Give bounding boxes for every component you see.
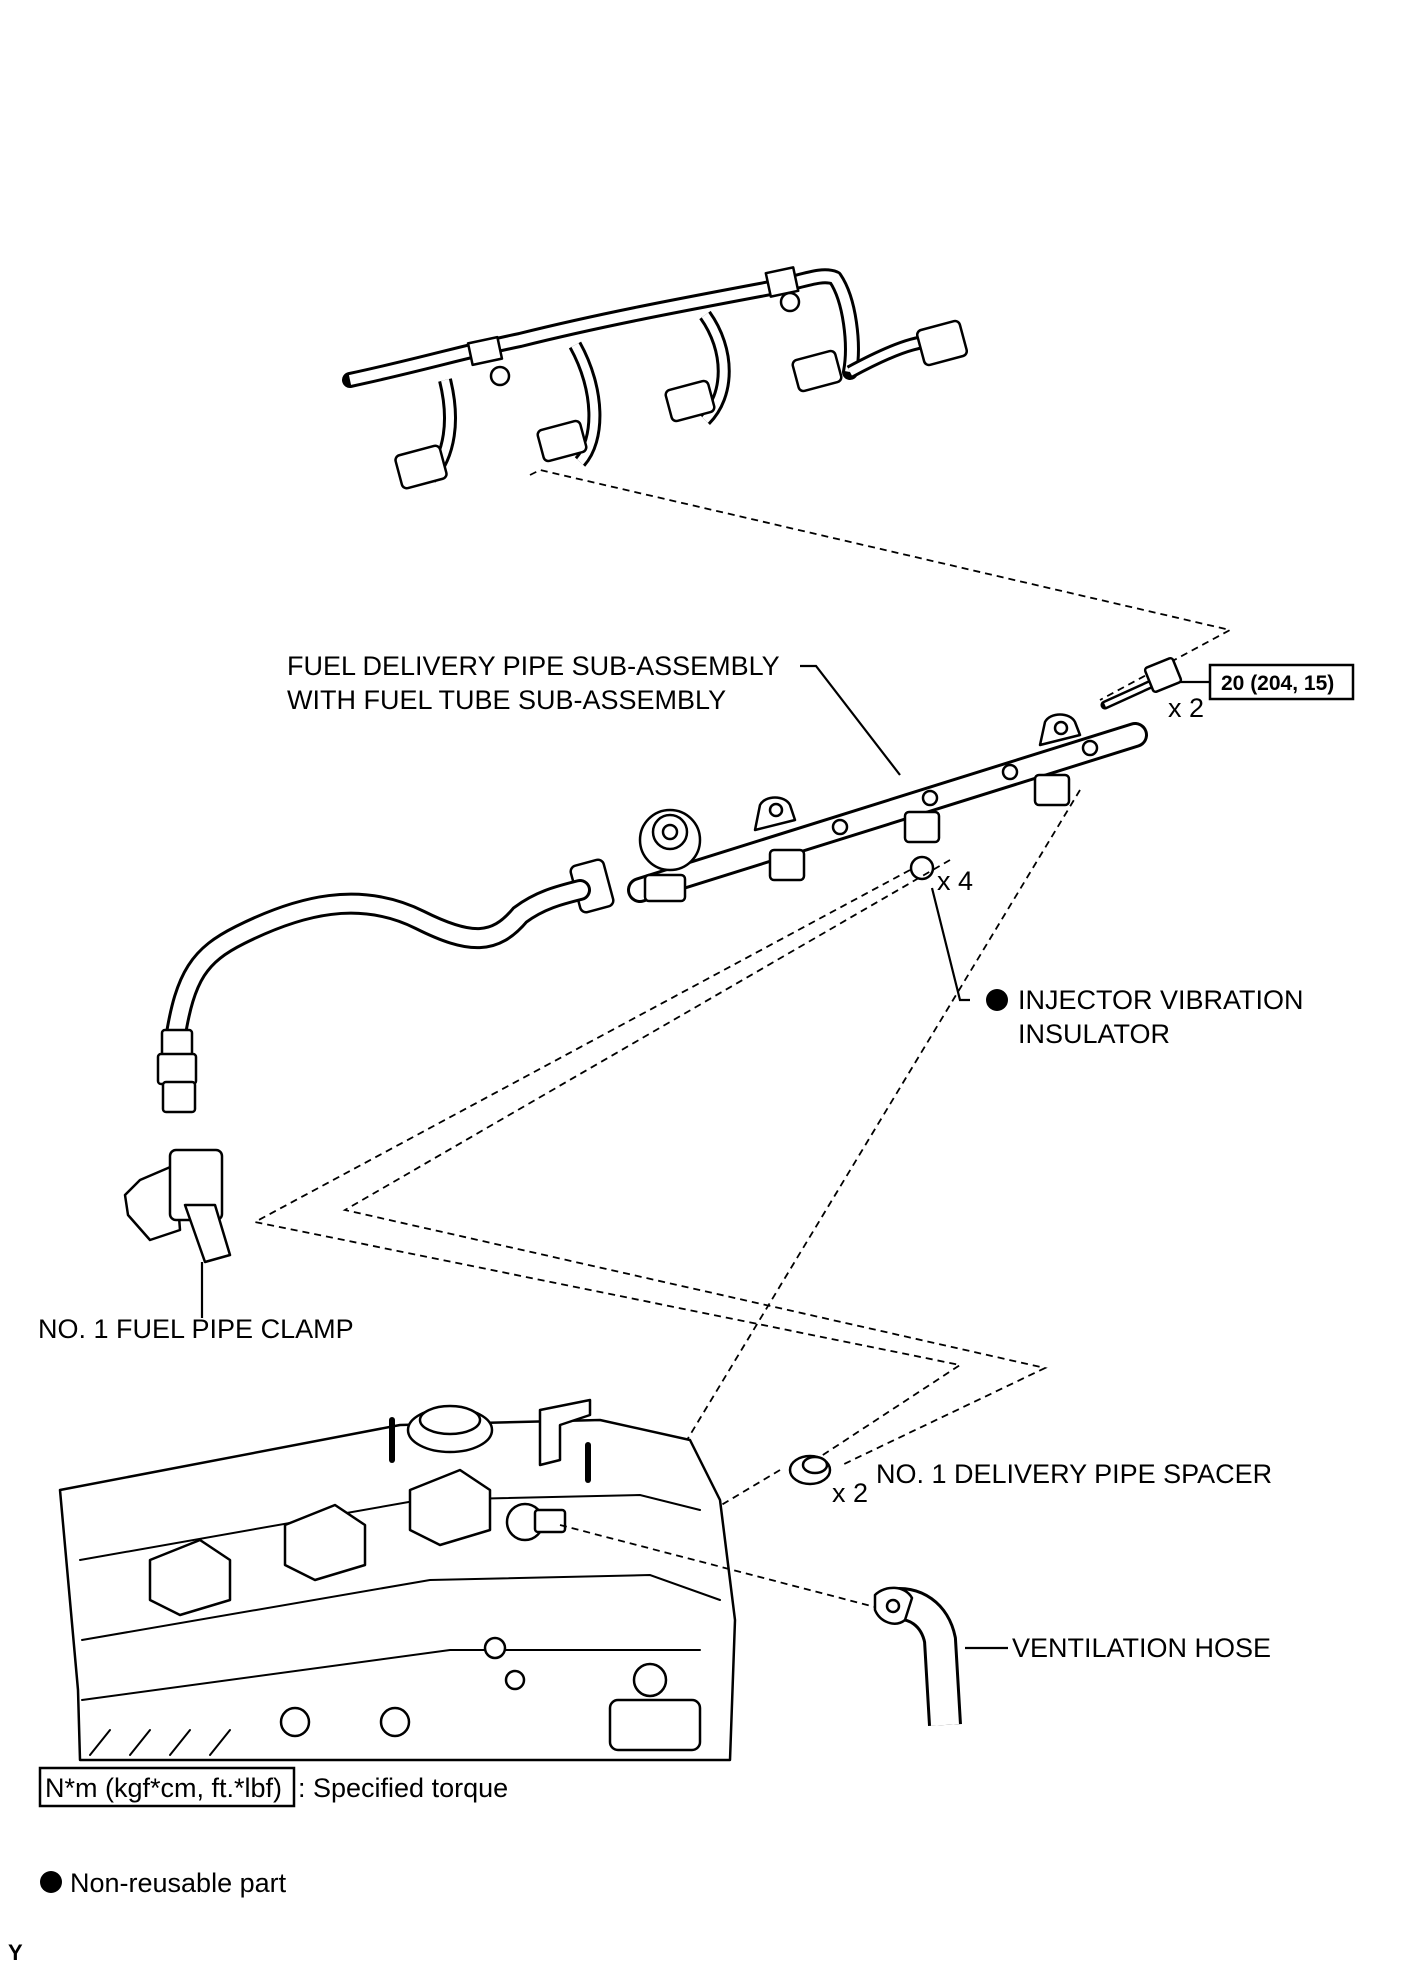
torque-legend: N*m (kgf*cm, ft.*lbf) : Specified torque — [38, 1766, 508, 1808]
fuel-delivery-pipe — [156, 713, 1148, 1114]
delivery-pipe-spacer — [788, 1454, 832, 1486]
ventilation-hose — [873, 1586, 962, 1726]
delivery-pipe-bolt — [1100, 656, 1183, 710]
torque-legend-text: : Specified torque — [298, 1773, 508, 1803]
torque-legend-box-text: N*m (kgf*cm, ft.*lbf) — [45, 1773, 282, 1803]
insulator-label-1: INJECTOR VIBRATION — [1018, 985, 1304, 1015]
insulator-quantity: x 4 — [937, 866, 973, 896]
engine-wire-harness — [342, 266, 969, 490]
non-reusable-legend-text: Non-reusable part — [70, 1868, 287, 1898]
non-reusable-legend-dot-icon — [40, 1871, 62, 1893]
injector-connector — [394, 319, 969, 490]
fuel-delivery-pipe-label-2: WITH FUEL TUBE SUB-ASSEMBLY — [287, 685, 726, 715]
torque-value: 20 (204, 15) — [1221, 672, 1334, 695]
spacer-quantity: x 2 — [832, 1478, 868, 1508]
engine-cylinder-head — [58, 1398, 737, 1762]
fuel-pipe-clamp — [123, 1148, 232, 1264]
bolt-quantity: x 2 — [1168, 693, 1204, 723]
fuel-delivery-pipe-label-1: FUEL DELIVERY PIPE SUB-ASSEMBLY — [287, 651, 780, 681]
corner-mark: Y — [8, 1940, 23, 1963]
non-reusable-legend: Non-reusable part — [40, 1868, 287, 1898]
non-reusable-dot-icon — [986, 989, 1008, 1011]
delivery-pipe-spacer-label: NO. 1 DELIVERY PIPE SPACER — [876, 1459, 1272, 1489]
ventilation-hose-label: VENTILATION HOSE — [1012, 1633, 1271, 1663]
insulator-label-2: INSULATOR — [1018, 1019, 1170, 1049]
injector-vibration-insulator — [909, 855, 935, 881]
fuel-pipe-clamp-label: NO. 1 FUEL PIPE CLAMP — [38, 1314, 354, 1344]
